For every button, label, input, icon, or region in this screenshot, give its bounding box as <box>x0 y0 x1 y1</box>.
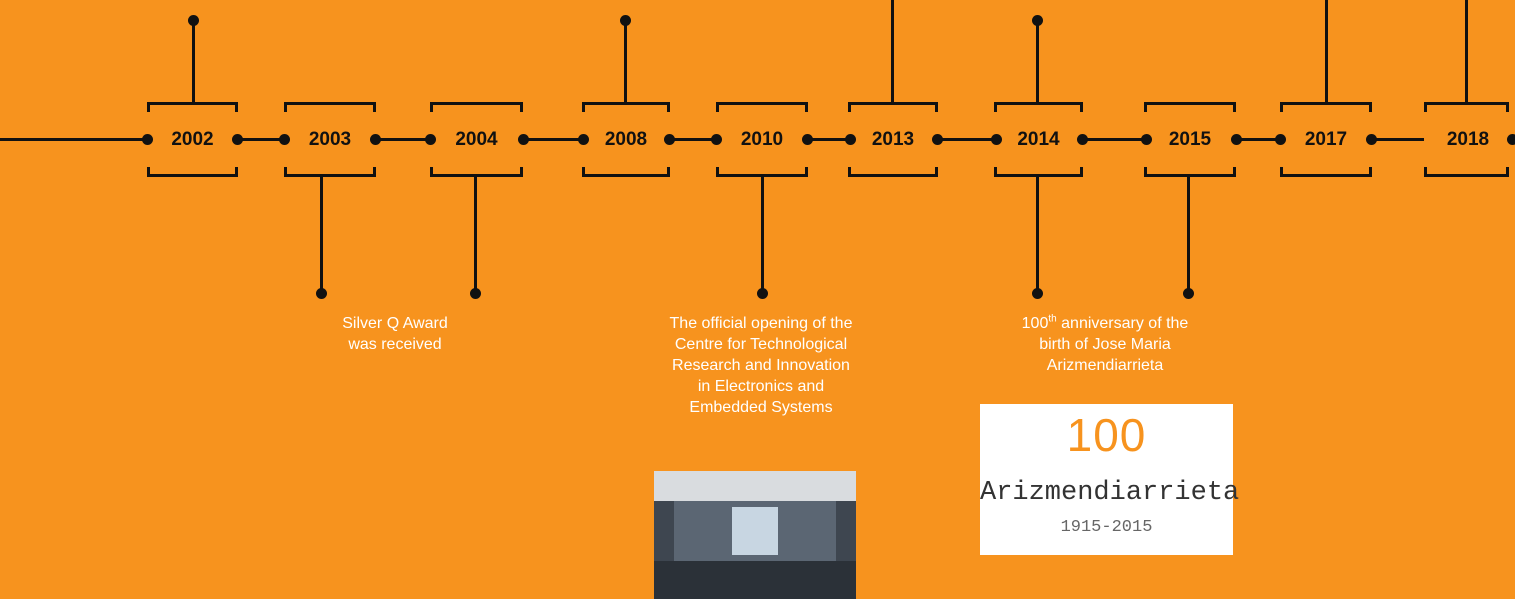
year-label-2018: 2018 <box>1446 129 1490 150</box>
timeline-axis-segment <box>376 138 430 141</box>
connector-down-2015 <box>1187 174 1190 292</box>
photo-glass-door <box>732 507 778 555</box>
year-bracket-top <box>1144 102 1236 112</box>
axis-dot <box>1077 134 1088 145</box>
connector-down-dot <box>316 288 327 299</box>
connector-down-dot <box>1032 288 1043 299</box>
year-label-2002: 2002 <box>171 129 214 150</box>
axis-dot <box>991 134 1002 145</box>
photo-ceiling <box>654 471 856 501</box>
timeline-axis-segment <box>1372 138 1424 141</box>
year-label-2004: 2004 <box>455 129 498 150</box>
connector-up-2013 <box>891 0 894 105</box>
connector-up-dot <box>1032 15 1043 26</box>
connector-up-dot <box>188 15 199 26</box>
year-bracket-bottom <box>147 167 238 177</box>
caption-line: Centre for Technological <box>674 336 848 353</box>
connector-up-2018 <box>1465 0 1468 105</box>
axis-dot <box>1366 134 1377 145</box>
year-bracket-bottom <box>1144 167 1236 177</box>
axis-dot <box>711 134 722 145</box>
timeline-axis-segment <box>670 138 715 141</box>
connector-down-dot <box>757 288 768 299</box>
timeline-axis-segment <box>1083 138 1146 141</box>
axis-dot <box>802 134 813 145</box>
event-caption-2010: The official opening of the Centre for T… <box>630 313 892 418</box>
connector-up-2008 <box>624 20 627 105</box>
timeline-axis-segment <box>523 138 582 141</box>
axis-dot <box>370 134 381 145</box>
connector-up-dot <box>620 15 631 26</box>
caption-line: was received <box>348 336 442 353</box>
year-label-2010: 2010 <box>740 129 784 150</box>
year-bracket-top <box>284 102 376 112</box>
caption-line: birth of Jose Maria <box>1039 336 1171 353</box>
year-label-2008: 2008 <box>604 129 648 150</box>
year-bracket-top <box>430 102 523 112</box>
year-label-2017: 2017 <box>1304 129 1348 150</box>
axis-dot <box>1275 134 1286 145</box>
axis-dot <box>1231 134 1242 145</box>
caption-line: The official opening of the <box>669 315 853 332</box>
year-label-2015: 2015 <box>1168 129 1212 150</box>
connector-down-2004 <box>474 174 477 292</box>
axis-dot <box>279 134 290 145</box>
caption-ordinal-suffix: th <box>1048 313 1057 325</box>
caption-text: anniversary of the <box>1056 315 1189 332</box>
connector-down-2003 <box>320 174 323 292</box>
event-caption-2003: Silver Q Award was received <box>300 313 490 355</box>
caption-line: 100th anniversary of the <box>975 313 1235 334</box>
logo-number: 100 <box>1066 409 1147 461</box>
axis-dot <box>232 134 243 145</box>
year-label-2013: 2013 <box>871 129 915 150</box>
timeline-axis-segment <box>808 138 850 141</box>
axis-dot <box>932 134 943 145</box>
axis-dot <box>1141 134 1152 145</box>
year-label-2003: 2003 <box>308 129 352 150</box>
connector-down-dot <box>470 288 481 299</box>
timeline-axis-segment <box>240 138 284 141</box>
caption-line: Embedded Systems <box>689 399 833 416</box>
connector-up-2017 <box>1325 0 1328 105</box>
caption-line: Silver Q Award <box>342 315 448 332</box>
year-bracket-bottom <box>1424 167 1509 177</box>
connector-up-2014 <box>1036 20 1039 105</box>
building-entrance-photo <box>654 471 856 599</box>
axis-dot <box>142 134 153 145</box>
connector-up-2002 <box>192 20 195 105</box>
caption-line: Arizmendiarrieta <box>1046 357 1164 374</box>
axis-dot <box>845 134 856 145</box>
logo-name: Arizmendiarrieta <box>980 478 1240 508</box>
logo-years: 1915-2015 <box>1060 518 1153 537</box>
arizmendiarrieta-logo: 100 Arizmendiarrieta 1915-2015 <box>980 404 1240 555</box>
year-bracket-bottom <box>582 167 670 177</box>
timeline-axis-segment <box>938 138 996 141</box>
caption-line: Research and Innovation <box>672 357 850 374</box>
year-bracket-bottom <box>284 167 376 177</box>
axis-dot <box>425 134 436 145</box>
connector-down-2014 <box>1036 174 1039 292</box>
year-label-2014: 2014 <box>1017 129 1060 150</box>
photo-floor <box>654 561 856 599</box>
caption-number: 100 <box>1021 315 1049 332</box>
connector-down-dot <box>1183 288 1194 299</box>
axis-dot <box>578 134 589 145</box>
axis-dot <box>1507 134 1515 145</box>
timeline-axis-start <box>0 138 150 141</box>
event-caption-2014: 100th anniversary of the birth of Jose M… <box>975 313 1235 376</box>
year-bracket-bottom <box>848 167 938 177</box>
year-bracket-top <box>716 102 808 112</box>
connector-down-2010 <box>761 174 764 292</box>
year-bracket-bottom <box>1280 167 1372 177</box>
axis-dot <box>518 134 529 145</box>
axis-dot <box>664 134 675 145</box>
caption-line: in Electronics and <box>697 378 825 395</box>
timeline-axis-segment <box>1236 138 1280 141</box>
